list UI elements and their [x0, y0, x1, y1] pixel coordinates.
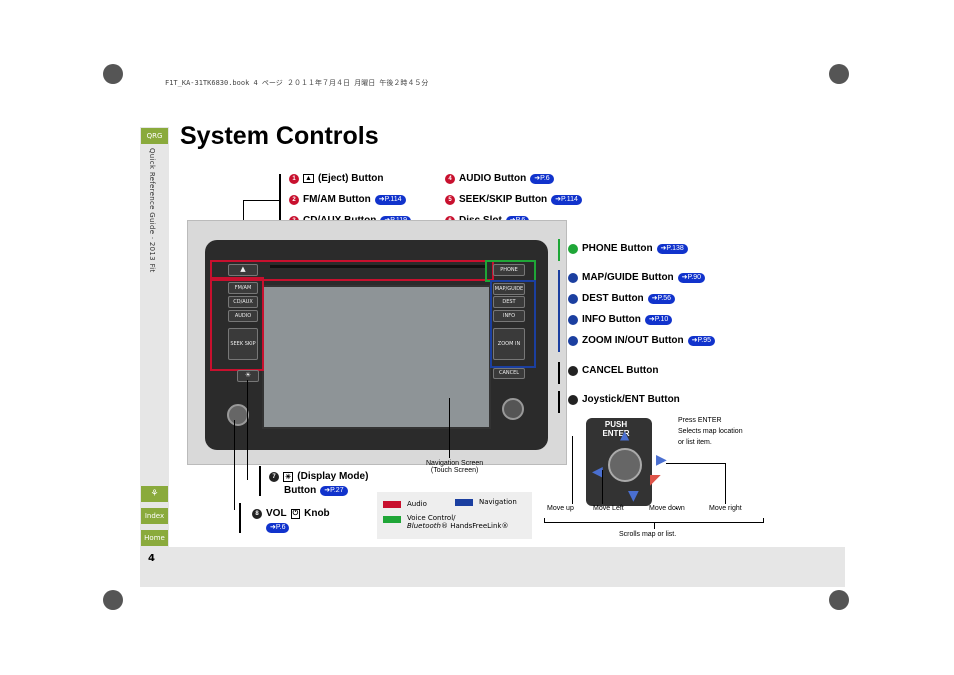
registration-mark: [103, 64, 123, 84]
arrow-down-icon: ▼: [628, 488, 639, 504]
callout-bracket: [279, 174, 281, 230]
page-ref-link[interactable]: ➜P.138: [656, 243, 688, 254]
home-tab[interactable]: Home: [141, 530, 168, 546]
vertical-guide-title: Quick Reference Guide · 2013 Fit: [148, 148, 156, 273]
print-header-note: F1T_KA-31TK6830.book 4 ページ ２０１１年７月４日 月曜日…: [165, 79, 429, 87]
leader-line: [247, 380, 248, 480]
leader-line: [725, 463, 726, 504]
callout-bracket: [558, 270, 560, 352]
page-ref-link[interactable]: ➜P.95: [687, 335, 716, 346]
power-icon: ⏻: [290, 508, 301, 519]
display-mode-button[interactable]: ☀: [237, 370, 259, 382]
scroll-bracket: [763, 518, 764, 523]
callout-seek: 5 SEEK/SKIP Button ➜P.114: [445, 194, 582, 205]
scrolls-label: Scrolls map or list.: [619, 531, 677, 538]
leader-line: [666, 463, 726, 464]
callout-phone: PHONE Button ➜P.138: [568, 243, 688, 254]
callout-bracket: [558, 362, 560, 384]
callout-bracket: [259, 466, 261, 496]
cdaux-button[interactable]: CD/AUX: [228, 296, 258, 308]
scroll-bracket: [544, 518, 545, 523]
leader-line: [234, 420, 235, 510]
callout-bracket: [558, 391, 560, 413]
legend-voice: Voice Control/Bluetooth® HandsFreeLink®: [383, 514, 508, 530]
audio-button[interactable]: AUDIO: [228, 310, 258, 322]
disc-slot: [270, 265, 485, 268]
callout-bracket: [239, 503, 241, 533]
page-number: 4: [148, 553, 155, 564]
navigation-highlight: [490, 280, 536, 368]
seek-skip-button[interactable]: SEEK SKIP: [228, 328, 258, 360]
joystick-illustration: PUSH ENTER: [586, 418, 652, 506]
index-tab[interactable]: Index: [141, 508, 168, 524]
leader-line: [243, 200, 280, 201]
registration-mark: [829, 590, 849, 610]
legend-navigation: Navigation: [455, 498, 517, 506]
move-right-label: Move right: [709, 505, 742, 512]
toc-icon[interactable]: ⚘: [141, 486, 168, 502]
page-ref-link[interactable]: ➜P.114: [374, 194, 406, 205]
color-legend: Audio Navigation Voice Control/Bluetooth…: [377, 492, 532, 539]
leader-line: [676, 508, 677, 509]
callout-display: 7 ☀ (Display Mode): [269, 471, 368, 482]
arrow-left-icon: ◀: [592, 464, 603, 480]
callout-fmam: 2 FM/AM Button ➜P.114: [289, 194, 406, 205]
leader-line: [602, 470, 603, 504]
bottom-band: [140, 547, 845, 587]
callout-audio: 4 AUDIO Button ➜P.6: [445, 173, 554, 184]
arrow-right-icon: ▶: [656, 452, 667, 468]
callout-eject: 1 ▲ (Eject) Button: [289, 173, 383, 184]
page-ref-link[interactable]: ➜P.90: [677, 272, 706, 283]
page-ref-link[interactable]: ➜P.10: [644, 314, 673, 325]
move-down-label: Move down: [649, 505, 685, 512]
joystick-knob[interactable]: [502, 398, 524, 420]
leader-line: [449, 398, 450, 458]
zoom-button[interactable]: ZOOM IN OUT: [493, 328, 525, 377]
page-ref-link[interactable]: ➜P.6: [266, 523, 290, 533]
display-mode-icon: ☀: [283, 471, 294, 482]
phone-button[interactable]: PHONE: [493, 264, 525, 276]
page-ref-link[interactable]: ➜P.6: [530, 173, 554, 184]
eject-button[interactable]: ▲: [228, 264, 258, 276]
callout-info: INFO Button ➜P.10: [568, 314, 673, 325]
page-ref-link[interactable]: ➜P.114: [551, 194, 582, 205]
map-guide-button[interactable]: MAP/GUIDE: [493, 283, 525, 295]
callout-cancel: CANCEL Button: [568, 365, 658, 376]
cancel-button[interactable]: CANCEL: [493, 368, 525, 379]
scroll-bracket: [654, 522, 655, 529]
press-arrow-icon: ◤: [650, 472, 661, 488]
eject-icon: ▲: [303, 174, 314, 183]
page-title: System Controls: [180, 122, 379, 150]
callout-display-line2: Button ➜P.27: [284, 485, 348, 496]
info-button[interactable]: INFO: [493, 310, 525, 322]
nav-screen-label: Navigation Screen (Touch Screen): [426, 460, 484, 474]
sidebar: [140, 127, 169, 547]
dest-button[interactable]: DEST: [493, 296, 525, 308]
arrow-up-icon: ▲: [620, 428, 630, 442]
leader-line: [572, 436, 573, 504]
registration-mark: [103, 590, 123, 610]
registration-mark: [829, 64, 849, 84]
callout-vol: 8 VOL ⏻ Knob: [252, 508, 330, 519]
page-ref-link[interactable]: ➜P.56: [647, 293, 676, 304]
callout-bracket: [558, 239, 560, 261]
legend-audio: Audio: [383, 500, 427, 508]
navigation-screen[interactable]: [262, 285, 491, 429]
callout-joystick: Joystick/ENT Button: [568, 394, 680, 405]
qrg-tab[interactable]: QRG: [141, 128, 168, 144]
vol-knob[interactable]: [227, 404, 249, 426]
page-ref-link[interactable]: ➜P.27: [320, 485, 348, 496]
callout-vol-ref: ➜P.6: [266, 523, 290, 533]
callout-map: MAP/GUIDE Button ➜P.90: [568, 272, 706, 283]
move-up-label: Move up: [547, 505, 574, 512]
fmam-button[interactable]: FM/AM: [228, 282, 258, 294]
callout-zoom: ZOOM IN/OUT Button ➜P.95: [568, 335, 716, 346]
press-enter-note: Press ENTER Selects map location or list…: [678, 417, 743, 446]
move-left-label: Move Left: [593, 505, 624, 512]
callout-dest: DEST Button ➜P.56: [568, 293, 676, 304]
